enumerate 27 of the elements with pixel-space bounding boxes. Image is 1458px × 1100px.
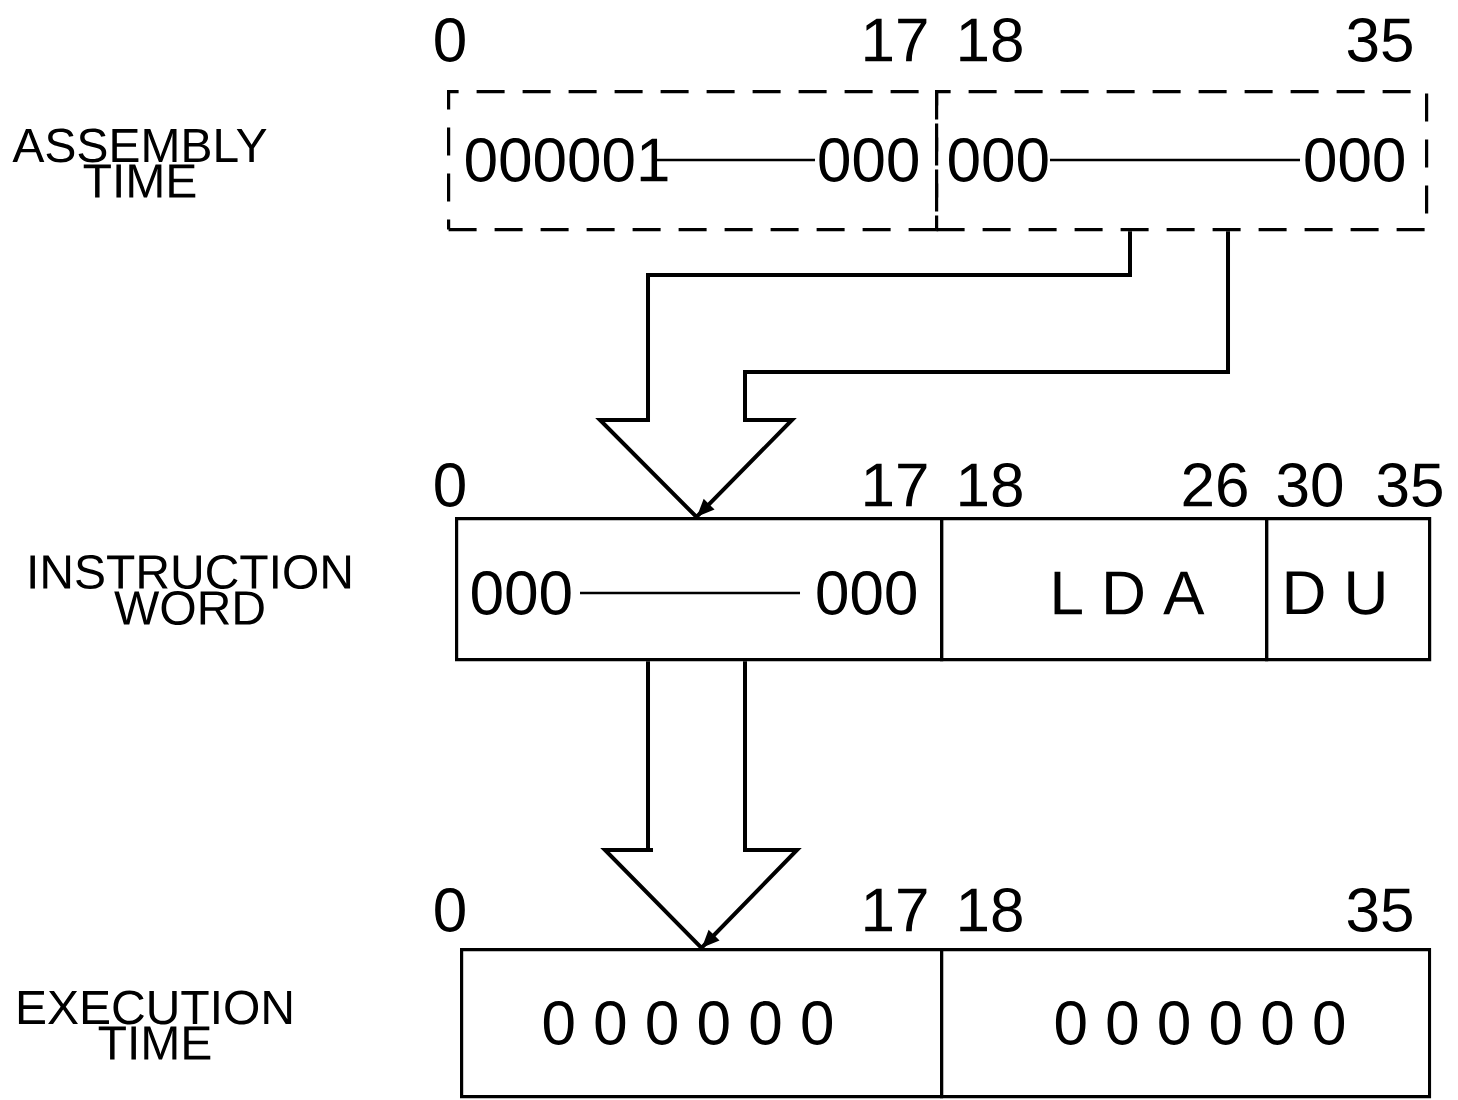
bit-number: 17 bbox=[865, 888, 927, 932]
bit-number: 0 bbox=[435, 888, 465, 932]
row-label: INSTRUCTION WORD bbox=[30, 555, 351, 625]
field-value: 000 bbox=[472, 571, 571, 615]
field-value: 0 0 0 0 0 0 bbox=[1055, 1001, 1345, 1045]
bit-number: 18 bbox=[960, 463, 1022, 507]
bit-number: 0 bbox=[435, 463, 465, 507]
bit-number: 0 bbox=[435, 18, 465, 62]
bit-number: 18 bbox=[960, 888, 1022, 932]
field-value: 000 bbox=[949, 138, 1048, 182]
bit-number: 18 bbox=[960, 18, 1022, 62]
bit-number: 35 bbox=[1377, 463, 1442, 507]
block-arrow bbox=[600, 659, 802, 951]
bit-number: 26 bbox=[1183, 463, 1247, 507]
row-label: ASSEMBLY TIME bbox=[12, 128, 267, 198]
field-value: 000 bbox=[1305, 138, 1404, 182]
field-value: 000 bbox=[817, 571, 916, 615]
bit-number: 30 bbox=[1277, 463, 1343, 507]
bit-number: 17 bbox=[865, 18, 927, 62]
row-label: EXECUTION TIME bbox=[18, 990, 292, 1060]
bit-number: 17 bbox=[865, 463, 927, 507]
field-value: 000 bbox=[819, 138, 918, 182]
field-value: D U bbox=[1286, 571, 1384, 615]
field-value: 0 0 0 0 0 0 bbox=[543, 1001, 833, 1045]
block-arrow bbox=[595, 229, 1230, 520]
field-value: 000001 bbox=[466, 138, 668, 182]
field-value: L D A bbox=[1054, 571, 1205, 615]
